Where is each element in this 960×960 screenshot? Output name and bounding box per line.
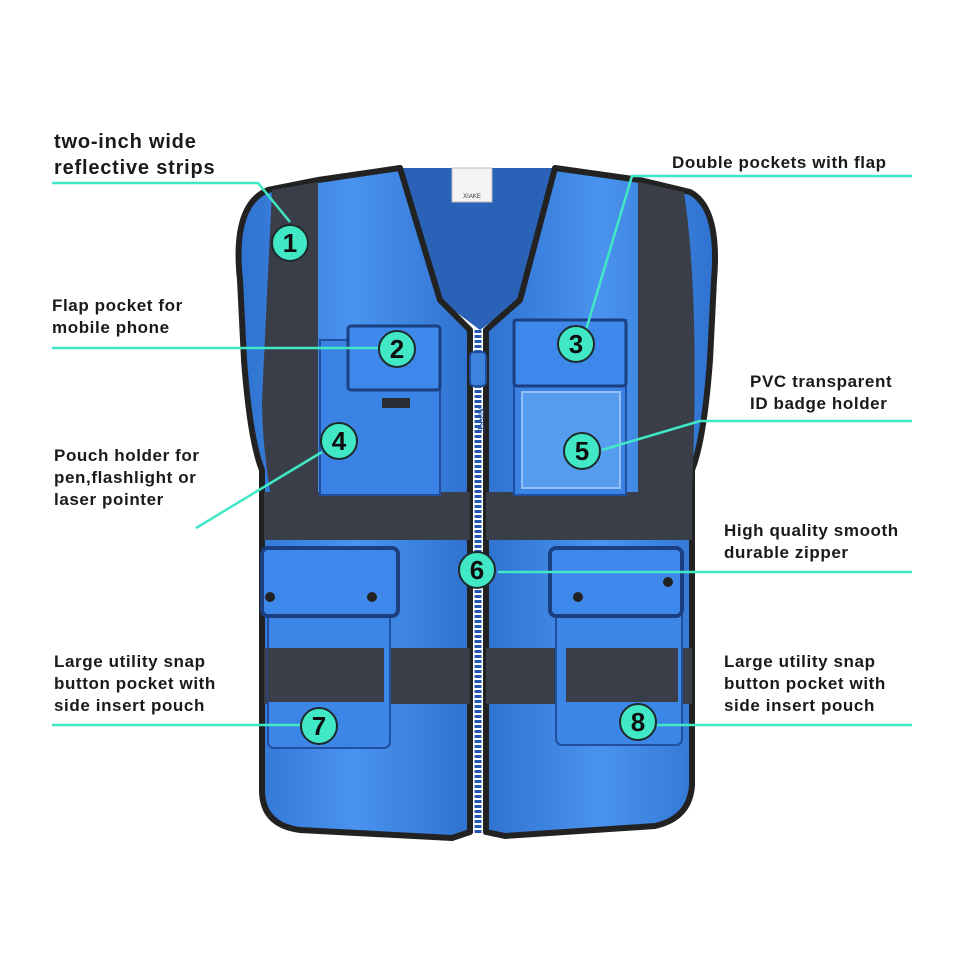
callout-3-label: Double pockets with flap	[672, 153, 887, 172]
zipper-pull-text: XIAKE	[476, 407, 486, 434]
waist-strip-left	[264, 492, 470, 540]
neck-tag-brand: XIAKE	[463, 194, 481, 200]
callout-3-badge: 3	[557, 325, 595, 363]
leader-line-1	[52, 181, 291, 223]
lower-left-snap-2	[367, 592, 377, 602]
leader-lines	[52, 174, 912, 727]
callout-8-label: Large utility snap button pocket with si…	[724, 652, 886, 715]
neck-tag	[451, 167, 493, 203]
callout-2-label: Flap pocket for mobile phone	[52, 296, 183, 337]
lower-right-snap-1	[573, 592, 583, 602]
waist-strip-right	[486, 492, 692, 540]
lower-right-pocket-strip	[566, 648, 678, 702]
callout-7-label: Large utility snap button pocket with si…	[54, 652, 216, 715]
callout-4-badge: 4	[320, 422, 358, 460]
callout-5-label: PVC transparent ID badge holder	[750, 372, 893, 413]
leader-line-4	[195, 450, 323, 530]
callout-4-label: Pouch holder for pen,flashlight or laser…	[54, 446, 200, 509]
callout-7-badge: 7	[300, 707, 338, 745]
lower-left-flap	[260, 546, 400, 618]
lower-right-snap-2	[663, 577, 673, 587]
callout-6-label: High quality smooth durable zipper	[724, 521, 899, 562]
right-vertical-strip	[638, 182, 695, 492]
left-chest-tab	[382, 398, 410, 408]
leader-line-3	[584, 174, 912, 331]
callout-2-badge: 2	[378, 330, 416, 368]
lower-left-snap-1	[265, 592, 275, 602]
callout-8-badge: 8	[619, 703, 657, 741]
callout-1-badge: 1	[271, 224, 309, 262]
lower-left-pocket-strip	[268, 648, 384, 702]
left-vertical-strip	[262, 182, 318, 492]
callout-6-badge: 6	[458, 551, 496, 589]
callout-1-label: two-inch wide reflective strips	[54, 131, 216, 179]
leader-line-5	[601, 419, 912, 452]
callout-5-badge: 5	[563, 432, 601, 470]
zipper-pull	[469, 351, 487, 387]
lower-right-flap	[548, 546, 684, 618]
